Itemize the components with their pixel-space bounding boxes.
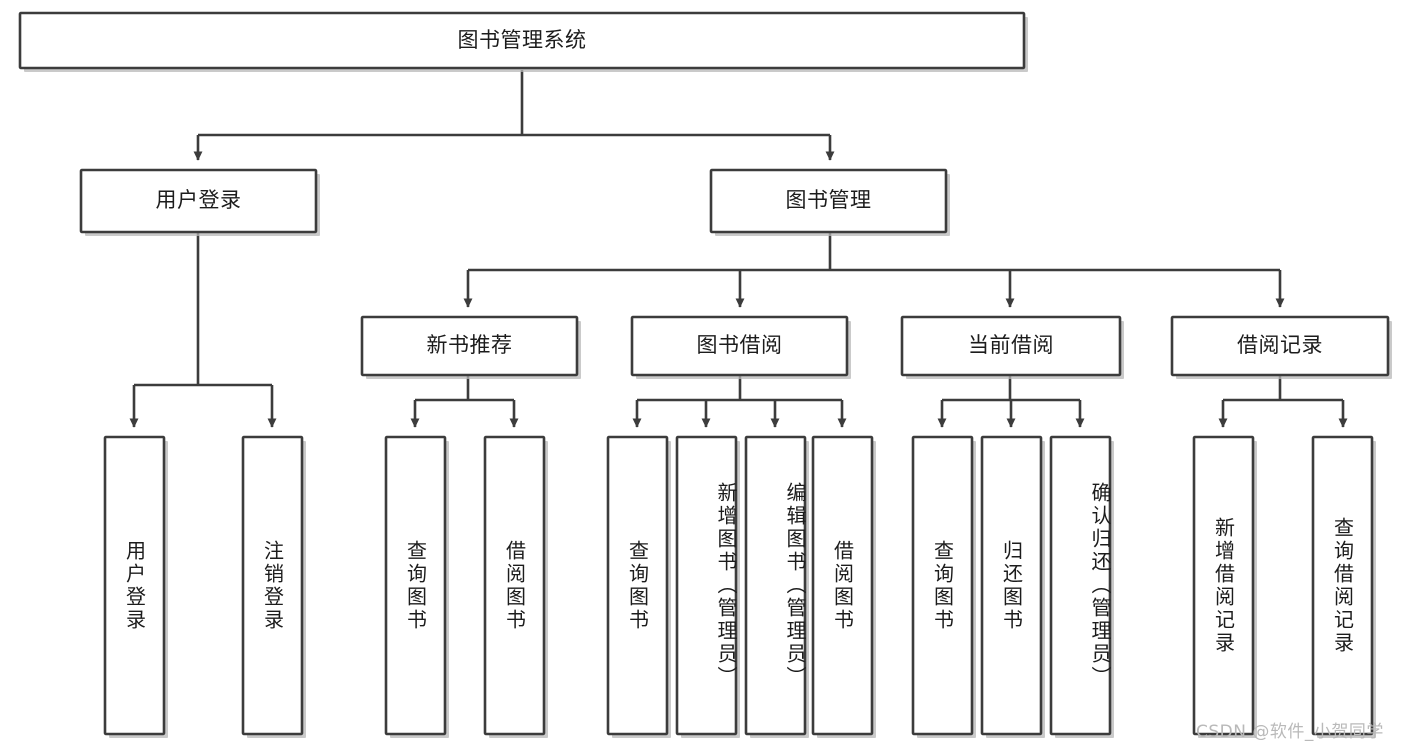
node-leaf-1[interactable]	[241, 435, 304, 736]
connector-root-to-level2	[193, 70, 835, 161]
node-leaf-8[interactable]	[911, 435, 974, 736]
node-leaf-6[interactable]	[744, 435, 807, 736]
node-current-borrow[interactable]	[900, 315, 1122, 377]
node-book-management[interactable]	[709, 168, 948, 234]
node-book-borrow[interactable]	[630, 315, 849, 377]
node-leaf-2[interactable]	[384, 435, 447, 736]
connector-book-mgmt-to-level3	[463, 232, 1285, 308]
node-leaf-9[interactable]	[980, 435, 1043, 736]
node-leaf-10[interactable]	[1049, 435, 1112, 736]
connector-user-login-to-leaves	[129, 232, 277, 428]
node-leaf-4[interactable]	[606, 435, 669, 736]
node-borrow-record[interactable]	[1170, 315, 1390, 377]
node-leaf-11[interactable]	[1192, 435, 1255, 736]
node-leaf-12[interactable]	[1311, 435, 1374, 736]
connector-new-book-to-leaves	[410, 375, 519, 428]
node-new-book-recommend[interactable]	[360, 315, 579, 377]
csdn-watermark: CSDN @软件_小贺同学	[1196, 722, 1384, 742]
node-user-login[interactable]	[79, 168, 318, 234]
node-leaf-5[interactable]	[675, 435, 738, 736]
node-leaf-0[interactable]	[103, 435, 166, 736]
connector-borrow-record-to-leaves	[1218, 375, 1348, 428]
node-leaf-3[interactable]	[483, 435, 546, 736]
connector-book-borrow-to-leaves	[632, 375, 847, 428]
node-root[interactable]	[18, 11, 1026, 70]
connector-current-borrow-to-leaves	[937, 375, 1085, 428]
node-leaf-7[interactable]	[811, 435, 874, 736]
